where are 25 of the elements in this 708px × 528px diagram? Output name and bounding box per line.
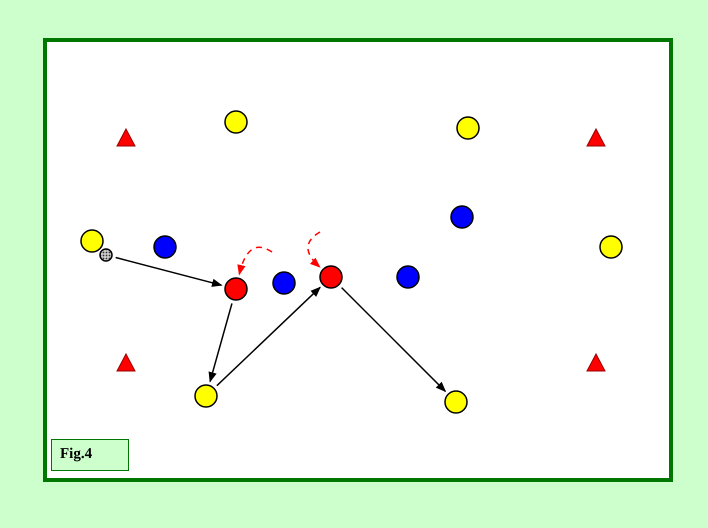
field-area [43, 38, 673, 482]
figure-label: Fig.4 [51, 439, 129, 471]
arrow [238, 246, 272, 276]
arrow [307, 231, 321, 268]
player-circle [319, 265, 343, 289]
player-circle [456, 116, 480, 140]
cone-triangle [116, 128, 136, 148]
arrow [115, 256, 222, 287]
player-circle [153, 235, 177, 259]
player-circle [80, 229, 104, 253]
player-circle [194, 384, 218, 408]
player-circle [224, 277, 248, 301]
player-circle [99, 248, 113, 262]
player-circle [444, 390, 468, 414]
player-circle [272, 271, 296, 295]
cone-triangle [116, 353, 136, 373]
player-circle [396, 265, 420, 289]
player-circle [450, 205, 474, 229]
player-circle [224, 110, 248, 134]
player-circle [599, 235, 623, 259]
arrow [216, 286, 321, 386]
arrow [341, 287, 446, 392]
arrow [208, 303, 233, 383]
cone-triangle [586, 128, 606, 148]
cone-triangle [586, 353, 606, 373]
